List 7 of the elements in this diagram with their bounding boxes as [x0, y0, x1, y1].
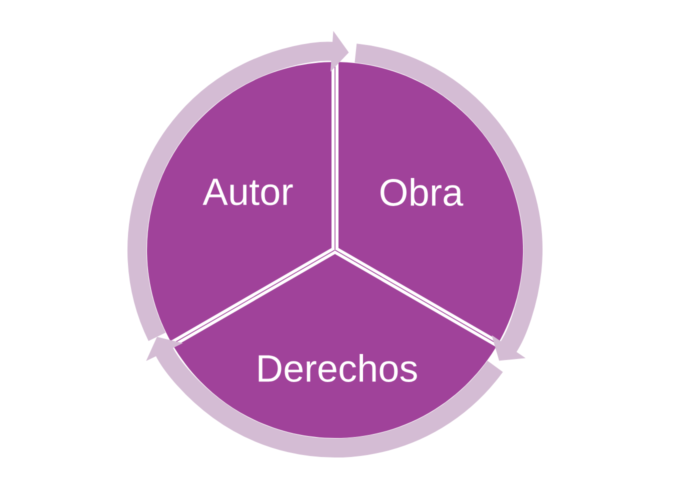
cycle-arrow: [354, 44, 542, 361]
pie-segment: Autor: [147, 62, 335, 344]
node-label: Derechos: [258, 354, 417, 382]
node-label: Autor: [202, 178, 293, 206]
node-label: Obra: [380, 178, 464, 206]
pie-segment: Obra: [335, 62, 524, 344]
pie-segment: Derechos: [172, 250, 498, 438]
